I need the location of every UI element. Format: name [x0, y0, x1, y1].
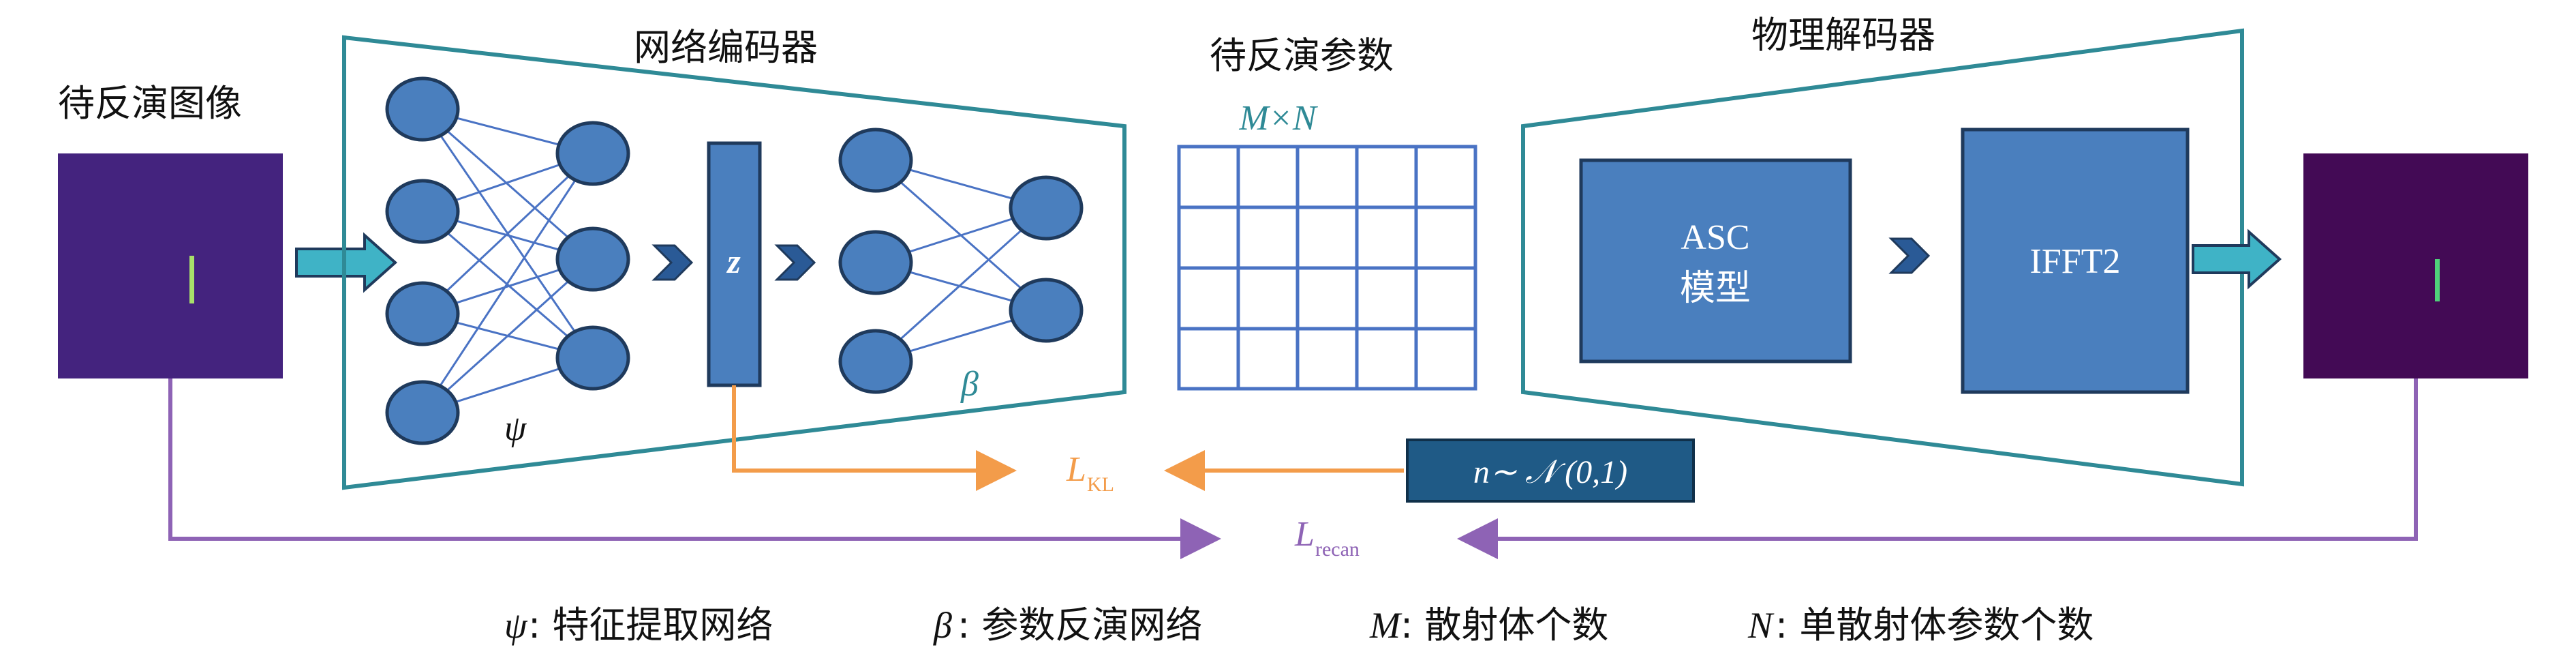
- legend-item-beta: β : 参数反演网络: [933, 604, 1202, 646]
- legend-item-m: M : 散射体个数: [1369, 604, 1608, 646]
- svg-text:L: L: [1066, 450, 1086, 489]
- svg-text:: 散射体个数: : 散射体个数: [1400, 604, 1608, 646]
- chevron-icon: [651, 244, 694, 281]
- asc-model-box: ASC 模型: [1579, 158, 1852, 363]
- psi-label: ψ: [504, 409, 527, 448]
- decoder-title: 物理解码器: [1751, 14, 1935, 57]
- kl-loss-path: [732, 385, 1404, 491]
- output-image: [2303, 153, 2528, 378]
- svg-text:: 特征提取网络: : 特征提取网络: [528, 604, 773, 646]
- decoder-frame: [1521, 28, 2244, 487]
- chevron-icon: [774, 244, 816, 281]
- svg-text:N: N: [1747, 605, 1775, 646]
- svg-text:: 参数反演网络: : 参数反演网络: [957, 604, 1202, 646]
- latent-z-box: z: [707, 141, 762, 387]
- svg-text:: 单散射体参数个数: : 单散射体参数个数: [1775, 604, 2094, 646]
- encoder-title: 网络编码器: [634, 26, 818, 69]
- output-arrow: [2192, 228, 2282, 290]
- svg-text:β: β: [933, 605, 952, 646]
- psi-network-nodes: [385, 76, 630, 445]
- svg-text:M: M: [1369, 605, 1402, 646]
- beta-network-nodes: [838, 128, 1084, 394]
- asc-label-line2: 模型: [1680, 268, 1751, 309]
- svg-text:KL: KL: [1087, 473, 1114, 496]
- svg-text:ψ: ψ: [504, 605, 528, 646]
- ifft2-box: IFFT2: [1961, 128, 2190, 394]
- loss-recon-label: L recan: [1294, 515, 1360, 561]
- chevron-icon: [1888, 237, 1931, 274]
- beta-label: β: [960, 365, 979, 404]
- legend-item-psi: ψ : 特征提取网络: [504, 604, 773, 646]
- params-title: 待反演参数: [1210, 34, 1394, 77]
- matrix-dims-label: M×N: [1238, 99, 1318, 138]
- recon-loss-path: [168, 378, 2418, 559]
- noise-label: n∼ 𝒩 (0,1): [1473, 454, 1627, 490]
- input-image-title: 待反演图像: [58, 82, 242, 125]
- param-matrix-grid: [1177, 145, 1477, 391]
- legend: ψ : 特征提取网络 β : 参数反演网络 M : 散射体个数 N : 单散射体…: [504, 604, 2094, 646]
- ifft2-label: IFFT2: [2030, 242, 2121, 281]
- svg-text:L: L: [1294, 515, 1315, 554]
- input-image: [58, 153, 283, 378]
- noise-box: n∼ 𝒩 (0,1): [1406, 439, 1695, 503]
- legend-item-n: N : 单散射体参数个数: [1747, 604, 2094, 646]
- asc-label-line1: ASC: [1681, 218, 1749, 257]
- loss-kl-label: L KL: [1066, 450, 1114, 496]
- latent-z-label: z: [726, 242, 741, 280]
- encoder-frame: [342, 35, 1126, 490]
- svg-text:recan: recan: [1315, 538, 1360, 561]
